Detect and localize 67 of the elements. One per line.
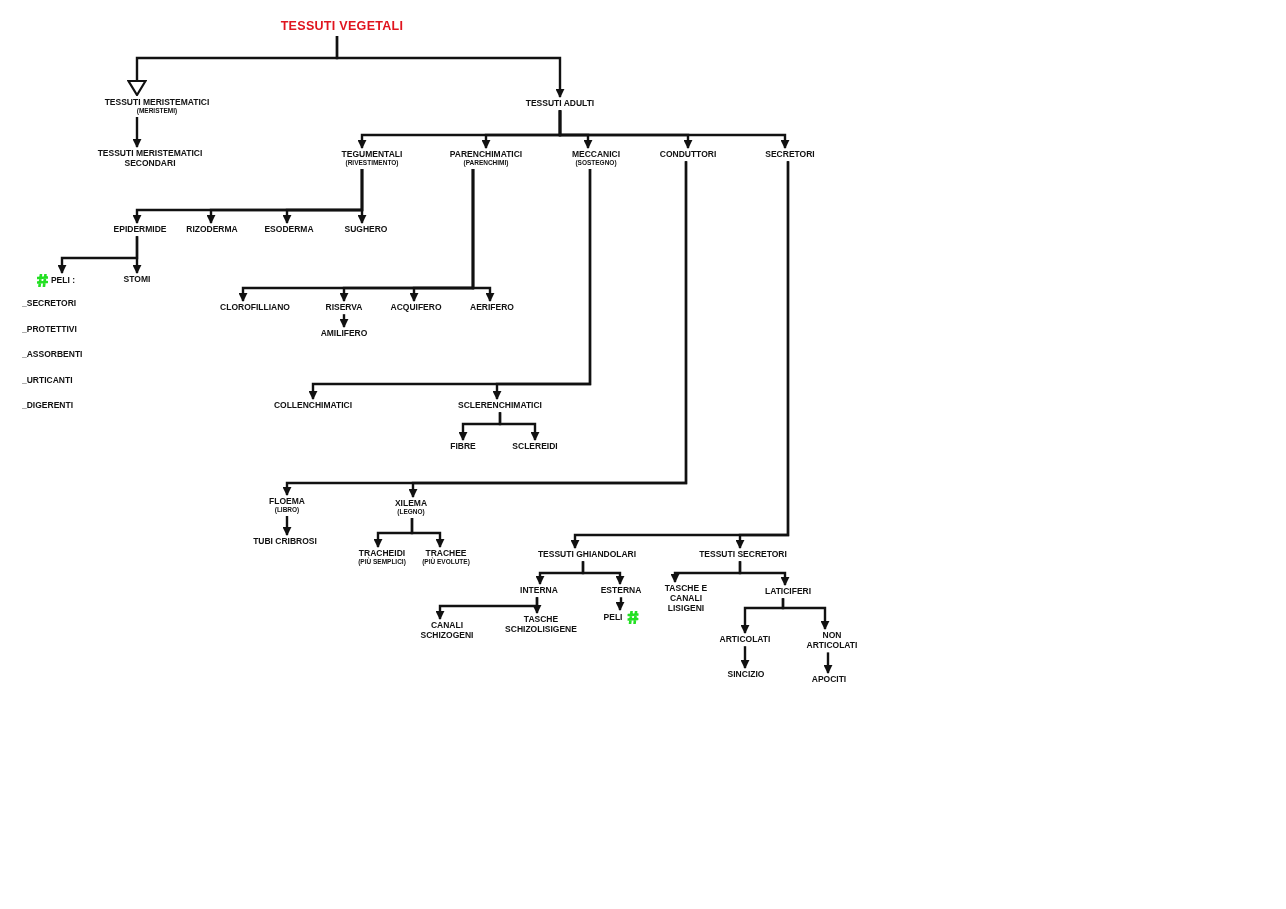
connector-arrow <box>558 110 790 149</box>
connector-arrow <box>615 597 625 611</box>
concept-label: MECCANICI <box>571 149 621 160</box>
concept-label: TEGUMENTALI <box>341 149 403 160</box>
connector-arrow <box>498 412 540 441</box>
list-item: _ASSORBENTI <box>22 349 83 359</box>
concept-label: CLOROFILLIANO <box>220 302 290 313</box>
list-item: _SECRETORI <box>22 298 77 308</box>
concept-label: TESSUTI GHIANDOLARI <box>537 549 637 560</box>
list-item: _DIGERENTI <box>22 400 73 410</box>
connector-arrow <box>339 314 349 328</box>
concept-label: PELI : <box>50 275 76 286</box>
concept-label: RISERVA <box>325 302 363 313</box>
concept-label: TASCHE SCHIZOLISIGENE <box>499 614 583 635</box>
connector-arrow <box>335 36 565 98</box>
concept-label: NON ARTICOLATI <box>801 630 863 651</box>
concept-label: AMILIFERO <box>320 328 368 339</box>
concept-label: AERIFERO <box>470 302 514 313</box>
concept-label: TESSUTI MERISTEMATICI <box>104 97 210 108</box>
concept-label: SUGHERO <box>344 224 388 235</box>
concept-label: TASCHE E CANALI LISIGENI <box>655 583 717 614</box>
concept-label: CONDUTTORI <box>659 149 717 160</box>
root-label: TESSUTI VEGETALI <box>280 19 404 34</box>
concept-label: SECRETORI <box>765 149 815 160</box>
concept-label: SCLERENCHIMATICI <box>458 400 542 411</box>
concept-label: ESTERNA <box>600 585 642 596</box>
connector-arrow <box>823 652 833 674</box>
concept-label: CANALI SCHIZOGENI <box>412 620 482 641</box>
concept-label: TUBI CRIBROSI <box>253 536 317 547</box>
concept-label: TESSUTI MERISTEMATICI SECONDARI <box>80 148 220 169</box>
concept-label: FIBRE <box>450 441 476 452</box>
list-item: _PROTETTIVI <box>22 324 77 334</box>
concept-label: TRACHEE <box>425 548 467 558</box>
concept-label: LATICIFERI <box>764 586 812 597</box>
connector-arrow <box>740 646 750 669</box>
connector-arrow <box>735 161 790 549</box>
connector-arrow <box>781 598 830 630</box>
concept-label: TESSUTI ADULTI <box>525 98 595 109</box>
concept-label: ACQUIFERO <box>390 302 442 313</box>
connector-arrow <box>132 236 142 274</box>
concept-label: SCLEREIDI <box>512 441 558 452</box>
connector-arrow <box>357 169 367 224</box>
connector-arrow <box>471 169 495 302</box>
connector-arrow <box>282 516 292 536</box>
concept-label: STOMI <box>123 274 151 285</box>
concept-label: FLOEMA <box>269 496 305 507</box>
concept-label: APOCITI <box>811 674 847 685</box>
connector-arrow <box>581 561 625 585</box>
concept-label: ARTICOLATI <box>719 634 771 645</box>
concept-label: COLLENCHIMATICI <box>273 400 353 411</box>
connector-arrow <box>408 161 688 498</box>
connector-arrow <box>410 518 445 548</box>
concept-label: EPIDERMIDE <box>113 224 167 235</box>
connector-arrow <box>492 169 592 400</box>
concept-label: PARENCHIMATICI <box>449 149 523 160</box>
concept-label: INTERNA <box>520 585 558 596</box>
concept-label: PELI <box>603 612 623 623</box>
connector-arrow <box>132 117 142 148</box>
connector-arrow <box>738 561 790 586</box>
concept-label: RIZODERMA <box>186 224 238 235</box>
list-item: _URTICANTI <box>22 375 73 385</box>
concept-label: SINCIZIO <box>727 669 765 680</box>
concept-label: XILEMA <box>394 498 428 509</box>
concept-label: ESODERMA <box>264 224 314 235</box>
concept-label: TRACHEIDI <box>358 548 406 558</box>
concept-label: TESSUTI SECRETORI <box>699 549 787 560</box>
connector-arrow <box>532 597 542 614</box>
